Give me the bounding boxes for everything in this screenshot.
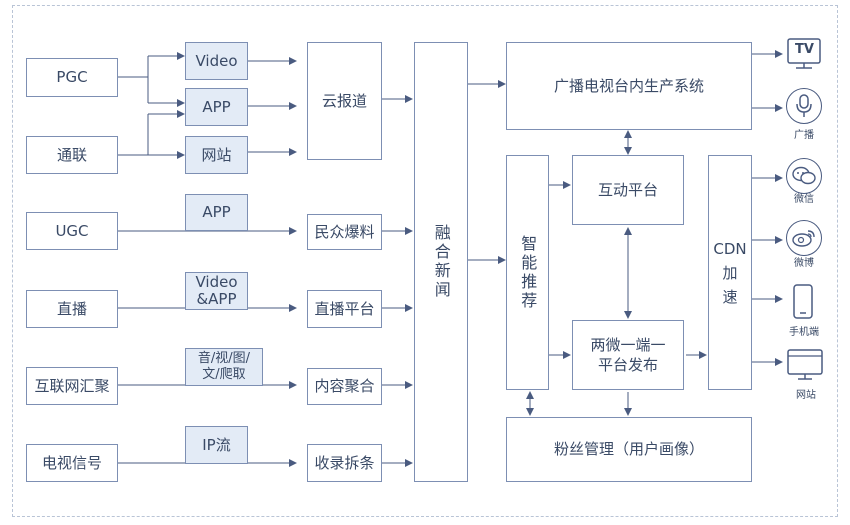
source-internet-aggregation: 互联网汇聚 <box>26 367 118 405</box>
channel-video: Video <box>185 42 248 80</box>
publish-platform: 两微一端一 平台发布 <box>572 320 684 390</box>
tv-icon <box>786 36 822 72</box>
gateway-content-aggregation: 内容聚合 <box>307 368 382 405</box>
channel-label: APP <box>202 203 231 222</box>
gateway-live-platform: 直播平台 <box>307 290 382 328</box>
diagram-frame <box>12 5 838 517</box>
source-pgc: PGC <box>26 58 118 97</box>
source-label: 电视信号 <box>41 453 102 472</box>
cdn-acceleration: CDN 加 速 <box>708 155 752 390</box>
weibo-icon <box>786 220 822 256</box>
channel-app: APP <box>185 88 248 126</box>
gateway-label: 直播平台 <box>314 299 375 318</box>
microphone-icon <box>786 88 822 124</box>
fan-management-label: 粉丝管理（用户画像） <box>553 440 704 459</box>
interactive-platform: 互动平台 <box>572 155 684 225</box>
gateway-label: 内容聚合 <box>314 377 375 396</box>
wechat-icon <box>786 158 822 194</box>
channel-label: 网站 <box>201 145 232 164</box>
source-label: 互联网汇聚 <box>34 376 110 395</box>
gateway-cloud-report: 云报道 <box>307 42 382 160</box>
channel-website: 网站 <box>185 136 248 174</box>
fusion-news-label: 融合新闻 <box>431 224 451 300</box>
smart-recommend: 智能推荐 <box>506 155 549 390</box>
source-label: PGC <box>56 68 88 87</box>
broadcast-label: 广播 <box>794 130 814 141</box>
interactive-platform-label: 互动平台 <box>597 180 658 199</box>
cdn-label: CDN 加 速 <box>713 239 747 306</box>
gateway-label: 云报道 <box>321 91 367 110</box>
channel-app-ugc: APP <box>185 194 248 231</box>
gateway-public-tips: 民众爆料 <box>307 214 382 250</box>
source-tv-signal: 电视信号 <box>26 444 118 482</box>
channel-label: Video &APP <box>195 272 238 308</box>
source-label: 通联 <box>56 145 87 164</box>
weibo-label: 微博 <box>794 258 814 269</box>
tv-label: TV <box>795 42 814 57</box>
broadcast-production-label: 广播电视台内生产系统 <box>553 76 704 95</box>
website-label: 网站 <box>796 390 816 401</box>
channel-label: 音/视/图/ 文/爬取 <box>197 351 251 382</box>
broadcast-production-system: 广播电视台内生产系统 <box>506 42 752 130</box>
fan-management: 粉丝管理（用户画像） <box>506 417 752 482</box>
source-live: 直播 <box>26 290 118 328</box>
channel-label: IP流 <box>202 435 231 454</box>
channel-media-types: 音/视/图/ 文/爬取 <box>185 348 263 386</box>
source-tonglian: 通联 <box>26 136 118 174</box>
wechat-label: 微信 <box>794 194 814 205</box>
channel-video-app: Video &APP <box>185 272 248 310</box>
mobile-label: 手机端 <box>789 327 819 338</box>
publish-platform-label: 两微一端一 平台发布 <box>590 335 666 374</box>
fusion-news-hub: 融合新闻 <box>414 42 468 482</box>
smart-recommend-label: 智能推荐 <box>518 234 538 311</box>
gateway-label: 收录拆条 <box>314 453 375 472</box>
channel-label: Video <box>195 51 238 70</box>
source-label: 直播 <box>56 299 87 318</box>
monitor-icon <box>786 348 824 382</box>
channel-ip-stream: IP流 <box>185 426 248 464</box>
gateway-label: 民众爆料 <box>314 222 375 241</box>
source-ugc: UGC <box>26 212 118 250</box>
gateway-collect-split: 收录拆条 <box>307 444 382 482</box>
channel-label: APP <box>202 97 231 116</box>
mobile-phone-icon <box>790 284 816 320</box>
source-label: UGC <box>55 221 89 240</box>
